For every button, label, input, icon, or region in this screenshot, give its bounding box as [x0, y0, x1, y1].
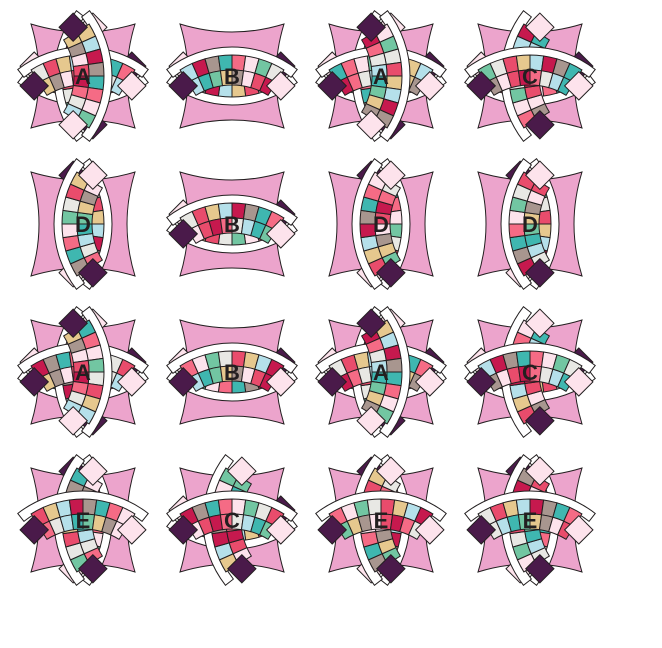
- block-label: B: [224, 64, 240, 89]
- block-label: C: [522, 64, 538, 89]
- block-label: B: [224, 360, 240, 385]
- quilt-block-a: A: [18, 307, 149, 438]
- block-label: E: [76, 508, 91, 533]
- quilt-block-b: B: [167, 24, 298, 128]
- block-label: A: [75, 64, 91, 89]
- block-label: A: [373, 360, 389, 385]
- quilt-block-e: E: [316, 455, 447, 586]
- quilt-block-d: D: [329, 159, 433, 290]
- quilt-block-e: E: [465, 455, 596, 586]
- quilt-block-d: D: [31, 159, 135, 290]
- block-label: D: [522, 212, 538, 237]
- quilt-block-a: A: [316, 307, 447, 438]
- quilt-block-c: C: [465, 307, 596, 438]
- block-label: E: [374, 508, 389, 533]
- block-label: B: [224, 212, 240, 237]
- block-label: C: [224, 508, 240, 533]
- quilt-block-b: B: [167, 320, 298, 424]
- quilt-block-c: C: [167, 455, 298, 586]
- block-label: A: [373, 64, 389, 89]
- quilt-block-e: E: [18, 455, 149, 586]
- quilt-block-c: C: [465, 11, 596, 142]
- block-label: D: [75, 212, 91, 237]
- block-label: C: [522, 360, 538, 385]
- quilt-block-a: A: [316, 11, 447, 142]
- quilt-block-d: D: [478, 159, 582, 290]
- quilt-block-a: A: [18, 11, 149, 142]
- quilt-block-b: B: [167, 172, 298, 276]
- block-label: A: [75, 360, 91, 385]
- block-label: D: [373, 212, 389, 237]
- block-label: E: [523, 508, 538, 533]
